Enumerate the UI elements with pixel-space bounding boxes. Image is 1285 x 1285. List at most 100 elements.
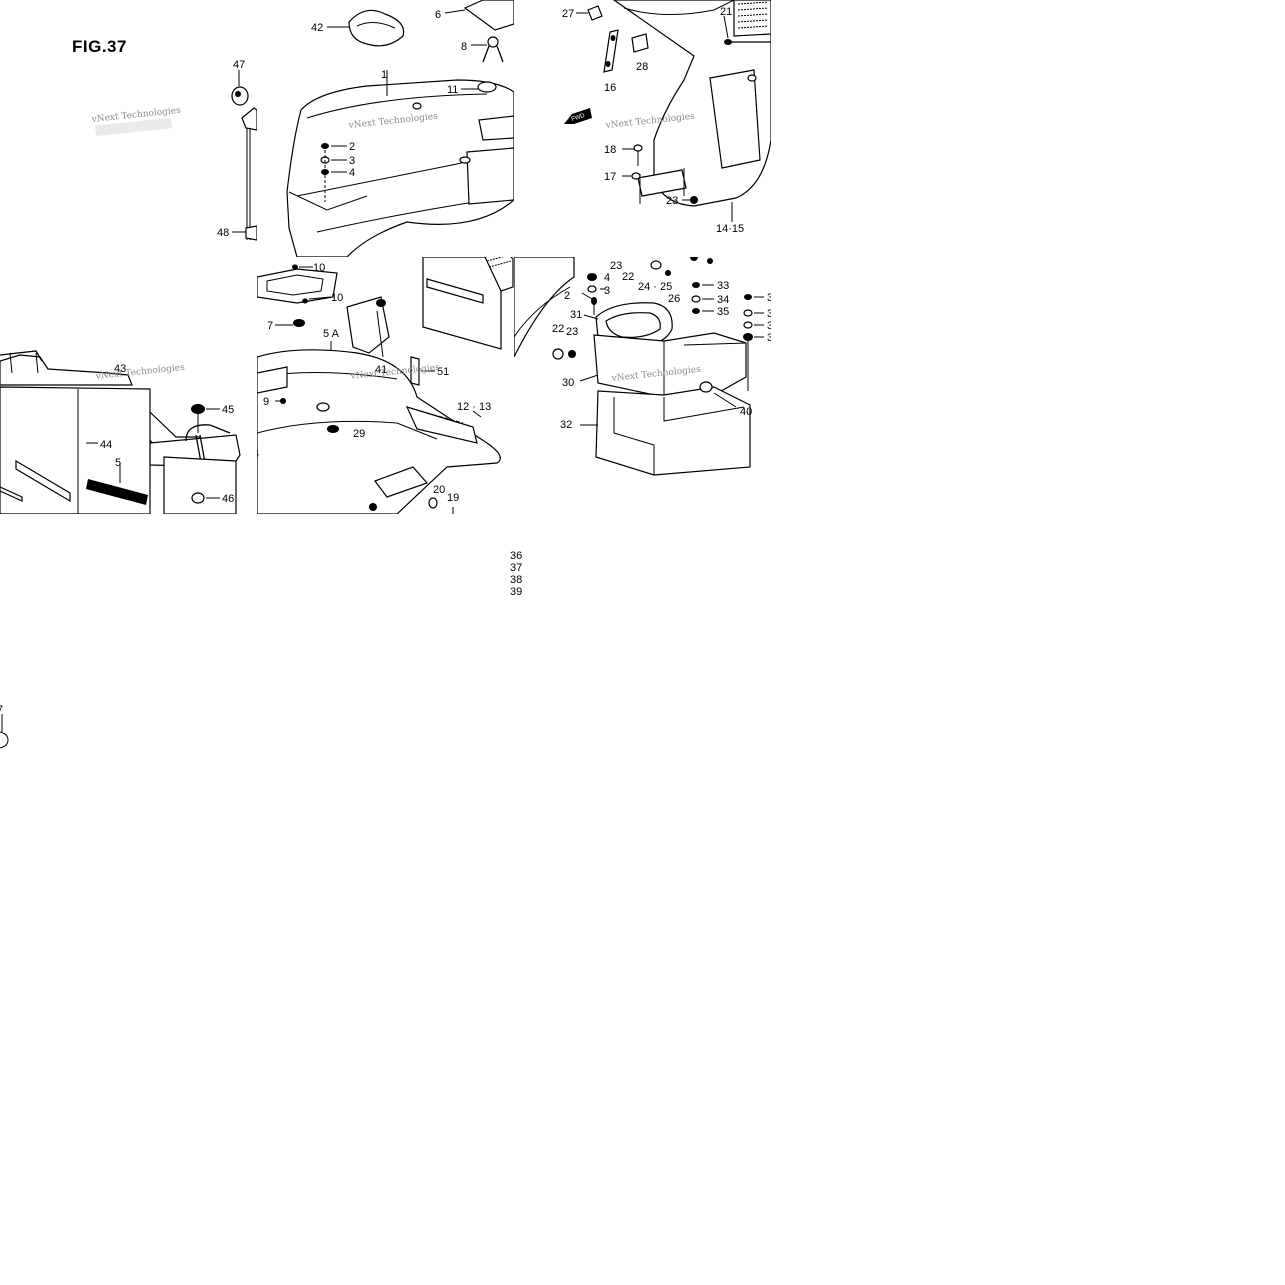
callout-10b: 10 [331, 292, 343, 304]
callout-45: 45 [222, 404, 234, 416]
parts-22-23-side [552, 348, 576, 360]
callout-47: 47 [233, 59, 245, 71]
part-12-13-fender [257, 349, 501, 514]
callout-27: 27 [562, 8, 574, 20]
callout-2-tank: 2 [564, 290, 570, 302]
tile-fender-drawing: FWD 27 21 28 16 18 17 23 14·15 vNext Tec… [562, 0, 771, 235]
tile-carrier-drawing: 43 44 5 45 46 vNext Technologies [0, 350, 241, 514]
diagram-tile-seat: 42 6 8 1 11 2 3 4 vNext Technologies [257, 0, 514, 257]
diagram-tile-header: FIG.37 47 48 vNext Technologies ▒▒▒▒▒▒▒▒… [0, 0, 257, 257]
callout-3-edge-b: 3 [767, 308, 771, 320]
diagram-tile-box: 23 22 24 · 25 26 4 3 2 33 34 35 31 22 23… [514, 257, 771, 514]
part-44-panel [0, 386, 237, 514]
callout-5a: 5 A [323, 328, 340, 340]
callout-23-top: 23 [610, 260, 622, 272]
callout-3-edge-c: 3 [767, 320, 771, 332]
callout-34: 34 [717, 294, 729, 306]
callout-5: 5 [115, 457, 121, 469]
callout-3-edge-d: 3 [767, 332, 771, 344]
tile-front-fender-drawing: 10 10 7 5 A 41 51 9 12 · 13 29 20 19 4 v… [257, 257, 514, 514]
parts-upper-fasteners [581, 257, 764, 391]
callout-18: 18 [604, 144, 616, 156]
figure-title: FIG.37 [72, 37, 127, 56]
license-plate-bracket [422, 257, 514, 350]
callout-12-13: 12 · 13 [457, 401, 491, 413]
callout-44: 44 [100, 439, 112, 451]
part-42-bag [327, 9, 405, 47]
parts-45-46-bolts [191, 404, 220, 504]
callout-42: 42 [311, 22, 323, 34]
parts-2-3-4-fasteners [320, 143, 347, 202]
part-48-rod [232, 107, 257, 241]
callout-3: 3 [349, 155, 355, 167]
callout-3-tank: 3 [604, 285, 610, 297]
tile-header-drawing: 47 48 vNext Technologies ▒▒▒▒▒▒▒▒▒▒▒ [90, 59, 257, 241]
fwd-label: FWD [571, 113, 586, 123]
callout-22-top: 22 [622, 271, 634, 283]
callout-1: 1 [381, 69, 387, 81]
part-1-seat-body [286, 70, 514, 257]
diagram-tile-rear-fender: FWD 27 21 28 16 18 17 23 14·15 vNext Tec… [514, 0, 771, 257]
tile-box-drawing: 23 22 24 · 25 26 4 3 2 33 34 35 31 22 23… [514, 257, 771, 476]
callout-35: 35 [717, 306, 729, 318]
part-41-bracket [346, 296, 390, 358]
parts-17-18-23-fasteners [622, 144, 698, 204]
part-32-guard [580, 381, 751, 476]
callout-41: 41 [375, 364, 387, 376]
stray-callout-38: 38 [510, 574, 523, 586]
callout-19: 19 [447, 492, 459, 504]
callout-21: 21 [720, 6, 732, 18]
callout-26: 26 [668, 293, 680, 305]
callout-31: 31 [570, 309, 582, 321]
callout-8: 8 [461, 41, 467, 53]
callout-24-25: 24 · 25 [638, 281, 672, 293]
part-5-emblem [86, 463, 148, 505]
stray-callout-39: 39 [510, 586, 523, 598]
callout-29: 29 [353, 428, 365, 440]
part-28-pad [631, 33, 649, 53]
part-27-clip [576, 5, 603, 21]
callout-33: 33 [717, 280, 729, 292]
callout-9: 9 [263, 396, 269, 408]
callout-4-edge: 4 [257, 448, 259, 460]
callout-32: 32 [560, 419, 572, 431]
part-16-bracket [603, 29, 619, 73]
part-10-covers [257, 264, 338, 327]
callout-48: 48 [217, 227, 229, 239]
stray-callout-37: 37 [510, 562, 523, 574]
callout-10a: 10 [313, 262, 325, 274]
part-51-clip [410, 356, 435, 386]
stray-callout-7: 7 [0, 704, 4, 716]
callout-46: 46 [222, 493, 234, 505]
callout-4-tank: 4 [604, 272, 610, 284]
part-30-tank-body [579, 332, 747, 398]
callout-22: 22 [552, 323, 564, 335]
callout-14-15: 14·15 [716, 223, 744, 235]
callout-28: 28 [636, 61, 648, 73]
callout-51: 51 [437, 366, 449, 378]
callout-40: 40 [740, 406, 752, 418]
frame-edge [514, 257, 575, 358]
stray-part-fragment [0, 714, 9, 749]
stray-callout-36: 36 [510, 550, 523, 562]
part-8-key [471, 36, 504, 63]
part-47-cushion [231, 70, 249, 106]
diagram-tile-carrier: 43 44 5 45 46 vNext Technologies [0, 257, 257, 514]
callout-4: 4 [349, 167, 355, 179]
callout-43: 43 [114, 363, 126, 375]
callout-2: 2 [349, 141, 355, 153]
callout-16: 16 [604, 82, 616, 94]
callout-11: 11 [447, 84, 458, 96]
callout-23: 23 [666, 195, 678, 207]
callout-30: 30 [562, 377, 574, 389]
callout-6: 6 [435, 9, 441, 21]
callout-17: 17 [604, 171, 616, 183]
diagram-tile-front-fender: 10 10 7 5 A 41 51 9 12 · 13 29 20 19 4 v… [257, 257, 514, 514]
callout-7: 7 [267, 320, 273, 332]
part-31-tank-neck [583, 302, 673, 348]
part-14-15-fender-body [612, 0, 771, 207]
fwd-arrow: FWD [564, 108, 592, 124]
callout-20: 20 [433, 484, 445, 496]
callout-23: 23 [566, 326, 578, 338]
